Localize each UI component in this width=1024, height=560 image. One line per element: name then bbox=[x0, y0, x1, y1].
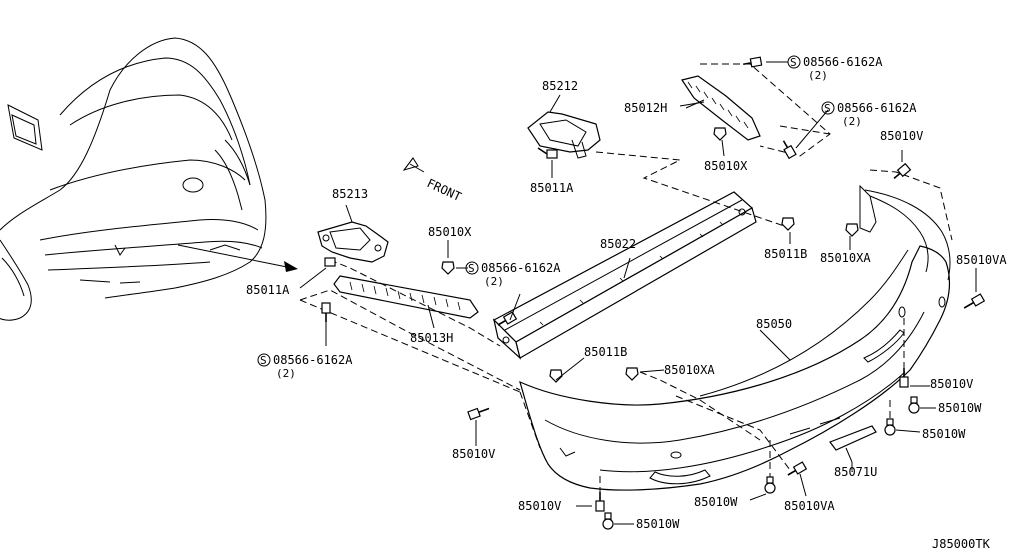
label-85010X-mid: 85010X bbox=[428, 225, 472, 239]
screw-qty: (2) bbox=[276, 367, 296, 380]
part-labels: 85212 85012H 85010X 85011A 85213 85010X … bbox=[246, 79, 1007, 551]
screw-callout-mid: S 08566-6162A (2) bbox=[465, 261, 561, 288]
label-85011B-center: 85011B bbox=[584, 345, 627, 359]
label-85050: 85050 bbox=[756, 317, 792, 331]
label-85012H: 85012H bbox=[624, 101, 667, 115]
screw-qty: (2) bbox=[484, 275, 504, 288]
label-85010VA-bottom: 85010VA bbox=[784, 499, 835, 513]
label-85011B-right: 85011B bbox=[764, 247, 807, 261]
screw-symbol: S bbox=[468, 262, 475, 275]
screw-callout-left: S 08566-6162A (2) bbox=[257, 353, 353, 380]
screw-qty: (2) bbox=[842, 115, 862, 128]
label-85011A-left: 85011A bbox=[246, 283, 290, 297]
reinforcement-85022 bbox=[492, 191, 757, 360]
screw-symbol: S bbox=[790, 56, 797, 69]
diagram-code: J85000TK bbox=[932, 537, 991, 551]
bumper-fascia-85050 bbox=[519, 184, 951, 491]
label-85010XA-right: 85010XA bbox=[820, 251, 871, 265]
label-85010W-bottom2: 85010W bbox=[636, 517, 680, 531]
label-85010X-top: 85010X bbox=[704, 159, 748, 173]
screw-code: 08566-6162A bbox=[837, 101, 917, 115]
label-85010W-right2: 85010W bbox=[922, 427, 966, 441]
label-85010V-bottom: 85010V bbox=[518, 499, 561, 513]
label-85022: 85022 bbox=[600, 237, 636, 251]
label-85010VA-right: 85010VA bbox=[956, 253, 1007, 267]
label-85213: 85213 bbox=[332, 187, 368, 201]
label-85010W-right1: 85010W bbox=[938, 401, 982, 415]
screw-code: 08566-6162A bbox=[273, 353, 353, 367]
screw-code: 08566-6162A bbox=[803, 55, 883, 69]
label-85013H: 85013H bbox=[410, 331, 453, 345]
screw-callout-top: S 08566-6162A (2) bbox=[787, 55, 883, 82]
screw-callout-top2: S 08566-6162A (2) bbox=[821, 101, 917, 128]
bracket-85212 bbox=[527, 94, 601, 159]
bracket-85213 bbox=[317, 204, 389, 263]
screw-code: 08566-6162A bbox=[481, 261, 561, 275]
label-85212: 85212 bbox=[542, 79, 578, 93]
front-label: FRONT bbox=[425, 176, 464, 204]
screw-qty: (2) bbox=[808, 69, 828, 82]
vehicle-outline bbox=[0, 37, 267, 321]
strip-85012H bbox=[681, 75, 761, 141]
label-85071U: 85071U bbox=[834, 465, 877, 479]
label-85010XA-center: 85010XA bbox=[664, 363, 715, 377]
fastener-screws bbox=[321, 56, 986, 530]
rail-85013H bbox=[333, 275, 479, 329]
screw-symbol: S bbox=[824, 102, 831, 115]
label-leader-lines bbox=[299, 61, 977, 525]
label-85010V-right: 85010V bbox=[930, 377, 973, 391]
label-85011A-top: 85011A bbox=[530, 181, 574, 195]
label-85010V-topright: 85010V bbox=[880, 129, 923, 143]
assembly-dashed-lines bbox=[299, 63, 953, 500]
screw-symbol: S bbox=[260, 354, 267, 367]
label-85010V-left: 85010V bbox=[452, 447, 495, 461]
assembly-pointer-arrow bbox=[177, 244, 298, 272]
label-85010W-bottom1: 85010W bbox=[694, 495, 738, 509]
reflector-85071U bbox=[829, 425, 877, 463]
front-direction-arrow: FRONT bbox=[402, 157, 464, 204]
